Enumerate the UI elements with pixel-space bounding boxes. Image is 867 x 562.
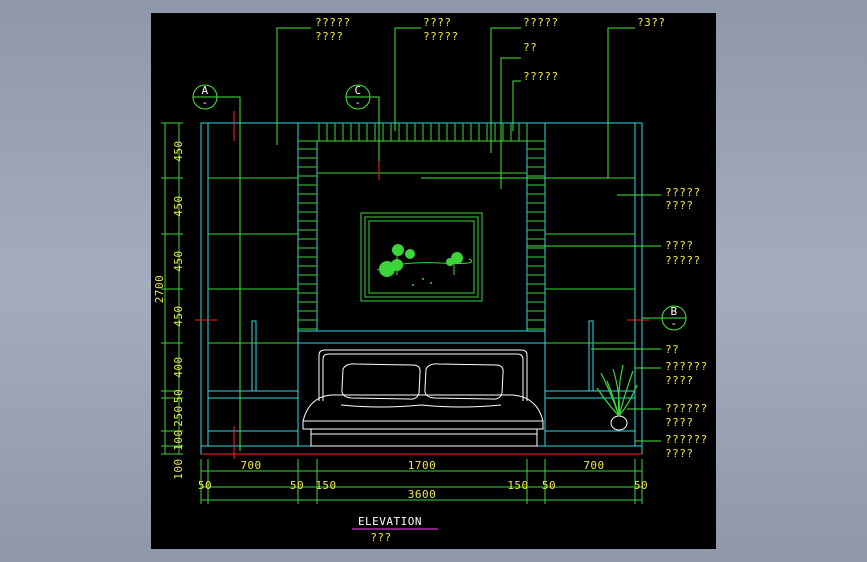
annotation-top-2-line1: ???? — [423, 16, 452, 29]
dim-left-5: 400 — [172, 356, 185, 377]
annotation-right-6-line2: ???? — [665, 447, 694, 460]
left-dimension-labels: 450 450 450 450 400 50 250 100 100 — [172, 140, 185, 479]
elevation-drawing: A - C - B - ????? ???? ???? ????? ????? … — [153, 16, 708, 544]
annotation-top-1-line1: ????? — [315, 16, 351, 29]
bed — [302, 349, 544, 447]
drawing-subtitle: ??? — [370, 531, 391, 544]
dim-left-3: 450 — [172, 250, 185, 271]
section-sub-a: - — [201, 96, 208, 109]
annotation-right-5-line1: ?????? — [665, 402, 708, 415]
dim-bottom-left-cabinet: 700 — [240, 459, 261, 472]
dim-bottom-right-cabinet: 700 — [583, 459, 604, 472]
section-marker-a[interactable]: A - — [192, 84, 218, 110]
dim-bottom-overall: 3600 — [408, 488, 437, 501]
dimension-overall-height: 2700 — [153, 275, 166, 304]
annotation-right-1-line1: ????? — [665, 186, 701, 199]
dim-bottom-lower-1: 50 — [198, 479, 212, 492]
dentil-trim-top — [298, 123, 545, 142]
dim-bottom-lower-6: 50 — [634, 479, 648, 492]
section-sub-b: - — [670, 317, 677, 330]
dim-bottom-lower-5: 50 — [542, 479, 556, 492]
section-marker-c[interactable]: C - — [345, 84, 371, 110]
annotation-right-6-line1: ?????? — [665, 433, 708, 446]
cad-viewport[interactable]: A - C - B - ????? ???? ???? ????? ????? … — [151, 13, 716, 549]
section-marker-b[interactable]: B - — [661, 305, 687, 331]
annotation-right-2-line2: ????? — [665, 254, 701, 267]
dim-left-2: 450 — [172, 195, 185, 216]
potted-plant — [596, 364, 638, 431]
dim-left-8: 100 — [172, 429, 185, 450]
section-sub-c: - — [354, 96, 361, 109]
annotation-top-6: ?3?? — [637, 16, 666, 29]
bottom-dimension-lines — [200, 459, 643, 504]
dim-bottom-bed: 1700 — [408, 459, 437, 472]
annotation-right-2-line1: ???? — [665, 239, 694, 252]
dim-left-7: 250 — [172, 405, 185, 426]
annotation-top-2-line2: ????? — [423, 30, 459, 43]
dim-left-6: 50 — [172, 389, 185, 403]
section-letter-b: B — [670, 305, 677, 318]
dim-left-1: 450 — [172, 140, 185, 161]
panel-lines — [208, 172, 635, 344]
right-annotations: ????? ???? ???? ????? ?? ?????? ???? ???… — [665, 186, 708, 460]
annotation-top-1-line2: ???? — [315, 30, 344, 43]
red-center-marks — [195, 111, 649, 459]
annotation-right-4-line1: ?????? — [665, 360, 708, 373]
section-letter-c: C — [354, 84, 361, 97]
annotation-right-1-line2: ???? — [665, 199, 694, 212]
section-letter-a: A — [201, 84, 208, 97]
dim-bottom-lower-3: 150 — [315, 479, 336, 492]
annotation-top-5: ????? — [523, 70, 559, 83]
dim-left-9: 100 — [172, 458, 185, 479]
annotation-right-3: ?? — [665, 343, 679, 356]
leader-lines — [217, 27, 662, 451]
dim-bottom-lower-2: 50 — [290, 479, 304, 492]
dim-left-4: 450 — [172, 305, 185, 326]
drawing-title: ELEVATION — [358, 515, 422, 528]
dim-bottom-lower-4: 150 — [507, 479, 528, 492]
drawing-title-block: ELEVATION ??? — [352, 515, 438, 544]
framed-painting — [360, 212, 483, 302]
annotation-top-3: ????? — [523, 16, 559, 29]
bottom-dimension-labels: 700 1700 700 50 50 150 150 50 50 3600 — [198, 459, 648, 501]
top-annotations: ????? ???? ???? ????? ????? ?? ????? ?3?… — [315, 16, 666, 83]
brick-columns — [298, 148, 545, 330]
annotation-top-4: ?? — [523, 41, 537, 54]
annotation-right-4-line2: ???? — [665, 374, 694, 387]
annotation-right-5-line2: ???? — [665, 416, 694, 429]
left-dimension-lines — [161, 122, 183, 455]
